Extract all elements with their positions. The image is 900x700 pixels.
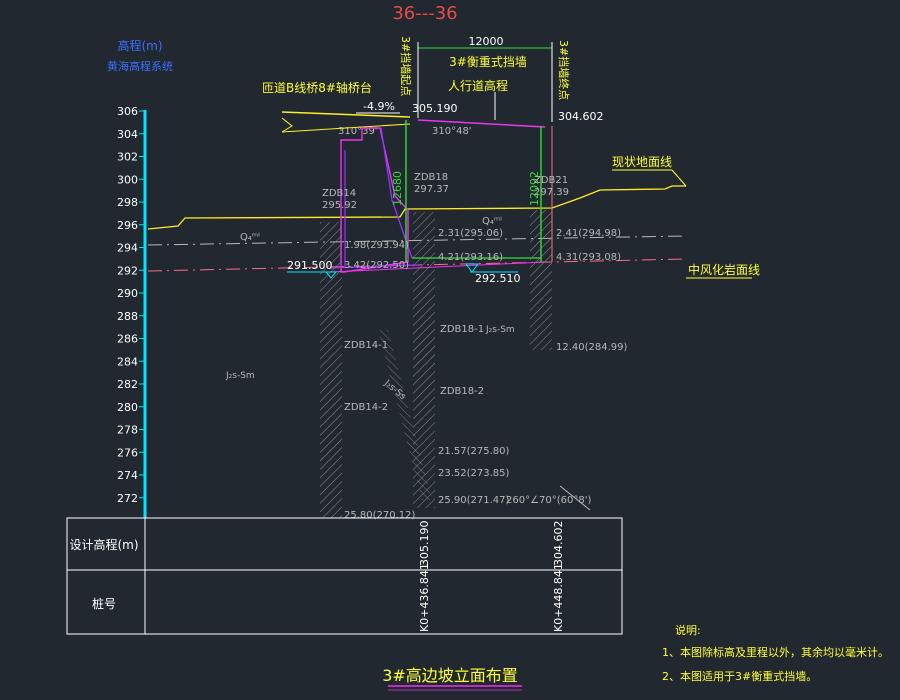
zdb18-name: ZDB18 bbox=[414, 172, 448, 183]
mark-left-triangle bbox=[324, 271, 338, 279]
zdb18-depth2: 4.21(293.16) bbox=[438, 252, 503, 263]
zdb14-sample1: ZDB14-1 bbox=[344, 340, 388, 351]
dip-leader bbox=[559, 485, 591, 511]
borehole-zdb14-column bbox=[320, 222, 342, 518]
inclined-fracture-zone bbox=[378, 330, 432, 500]
walkway-line bbox=[417, 119, 546, 128]
axis-tick-label: 304 bbox=[117, 128, 138, 141]
zdb14-depth1: 1.98(293.94) bbox=[344, 240, 409, 251]
axis-tick-label: 300 bbox=[117, 173, 138, 186]
table-station-2: K0+448.841 bbox=[552, 563, 565, 632]
bridge-abutment-label: 匝道B线桥8#轴桥台 bbox=[262, 80, 372, 95]
zdb21-elev: 297.39 bbox=[534, 187, 569, 198]
borehole-zdb18-column bbox=[413, 212, 435, 508]
retaining-wall-outline bbox=[340, 127, 409, 273]
axis-tick-label: 292 bbox=[117, 264, 138, 277]
dip-label: 260°∠70°(60°8') bbox=[506, 495, 592, 506]
zdb18-depth3: 21.57(275.80) bbox=[438, 446, 510, 457]
axis-label-datum: 黄海高程系统 bbox=[107, 59, 173, 73]
zdb14-depth3: 25.80(270.12) bbox=[344, 510, 416, 521]
axis-tick-label: 302 bbox=[117, 151, 138, 164]
zdb21-name: ZDB21 bbox=[534, 175, 568, 186]
zdb21-depth3: 12.40(284.99) bbox=[556, 342, 628, 353]
elevation-left-label: 305.190 bbox=[412, 102, 458, 115]
zdb14-depth2: 3.42(292.50) bbox=[344, 260, 409, 271]
wall-start-label: 3#挡墙起点 bbox=[399, 36, 413, 96]
mark-mid-triangle bbox=[465, 263, 479, 273]
table-station-1: K0+436.841 bbox=[418, 563, 431, 632]
axis-tick-label: 290 bbox=[117, 287, 138, 300]
axis-tick-label: 296 bbox=[117, 219, 138, 232]
weathered-rock-label: 中风化岩面线 bbox=[688, 262, 760, 277]
section-title: 36---36 bbox=[392, 3, 457, 24]
axis-tick-label: 278 bbox=[117, 424, 138, 437]
zdb18-depth1: 2.31(295.06) bbox=[438, 228, 503, 239]
zdb21-depth2: 4.31(293.08) bbox=[556, 252, 621, 263]
zdb14-sample2: ZDB14-2 bbox=[344, 402, 388, 413]
axis-tick-label: 282 bbox=[117, 378, 138, 391]
zdb18-depth4: 23.52(273.85) bbox=[438, 468, 510, 479]
zdb18-depth5: 25.90(271.47) bbox=[438, 495, 510, 506]
wall-foundation-line bbox=[329, 261, 546, 273]
axis-label-elevation: 高程(m) bbox=[117, 38, 162, 53]
axis-tick-label: 306 bbox=[117, 105, 138, 118]
wall-base-purple bbox=[329, 264, 419, 269]
axis-tick-label: 272 bbox=[117, 492, 138, 505]
slope-label: -4.9% bbox=[363, 100, 395, 113]
mark-left-label: 291.500 bbox=[287, 259, 333, 272]
axis-tick-label: 288 bbox=[117, 310, 138, 323]
axis-tick-label: 298 bbox=[117, 196, 138, 209]
walkway-elevation-label: 人行道高程 bbox=[448, 78, 508, 93]
drawing-title: 3#高边坡立面布置 bbox=[382, 666, 518, 685]
wall-name-label: 3#衡重式挡墙 bbox=[449, 55, 527, 69]
zdb14-elev: 295.92 bbox=[322, 200, 357, 211]
axis-tick-label: 294 bbox=[117, 242, 138, 255]
zdb14-name: ZDB14 bbox=[322, 188, 356, 199]
zdb18-sample1: ZDB18-1 bbox=[440, 324, 484, 335]
bridge-deck-underside bbox=[281, 117, 411, 133]
bridge-deck-line bbox=[281, 111, 411, 118]
angle-mid-label: 310°48' bbox=[432, 126, 472, 137]
data-table-frame bbox=[66, 517, 623, 635]
borehole-zdb21-column bbox=[530, 210, 552, 350]
mark-mid-label: 292.510 bbox=[475, 272, 521, 285]
notes-heading: 说明: bbox=[675, 623, 701, 637]
axis-tick-label: 274 bbox=[117, 469, 138, 482]
note-2: 2、本图适用于3#衡重式挡墙。 bbox=[662, 669, 817, 683]
axis-tick-label: 286 bbox=[117, 333, 138, 346]
axis-tick-label: 276 bbox=[117, 446, 138, 459]
ground-label-leader2 bbox=[671, 169, 687, 187]
zdb18-elev: 297.37 bbox=[414, 184, 449, 195]
table-elev-2: 304.602 bbox=[552, 521, 565, 567]
zdb21-depth1: 2.41(294.98) bbox=[556, 228, 621, 239]
elevation-right-label: 304.602 bbox=[558, 110, 604, 123]
table-elev-1: 305.190 bbox=[418, 521, 431, 567]
dimension-width-label: 12000 bbox=[469, 35, 504, 48]
wall-end-label: 3#挡墙终点 bbox=[557, 40, 571, 100]
axis-tick-label: 280 bbox=[117, 401, 138, 414]
angle-left-label: 310°39' bbox=[338, 126, 378, 137]
note-1: 1、本图除标高及里程以外，其余均以毫米计。 bbox=[662, 645, 889, 659]
table-row-elevation-label: 设计高程(m) bbox=[69, 537, 138, 552]
elevation-axis-ticks: 306 304 302 300 298 296 294 292 290 288 286 284 282 2… bbox=[117, 105, 145, 505]
height-left-label: 12680 bbox=[391, 171, 404, 206]
axis-tick-label: 284 bbox=[117, 355, 138, 368]
bedrock-label-right: J₂s-Sm bbox=[485, 325, 515, 335]
ground-line-label: 现状地面线 bbox=[612, 155, 672, 169]
height-right-label: 12092 bbox=[528, 171, 541, 206]
table-row-station-label: 桩号 bbox=[92, 596, 116, 611]
quaternary-label-right: Q₄ᵐˡ bbox=[482, 216, 502, 227]
quaternary-label-left: Q₄ᵐˡ bbox=[240, 232, 260, 243]
bedrock-label-left: J₂s-Sm bbox=[225, 371, 255, 381]
zdb18-sample2: ZDB18-2 bbox=[440, 386, 484, 397]
